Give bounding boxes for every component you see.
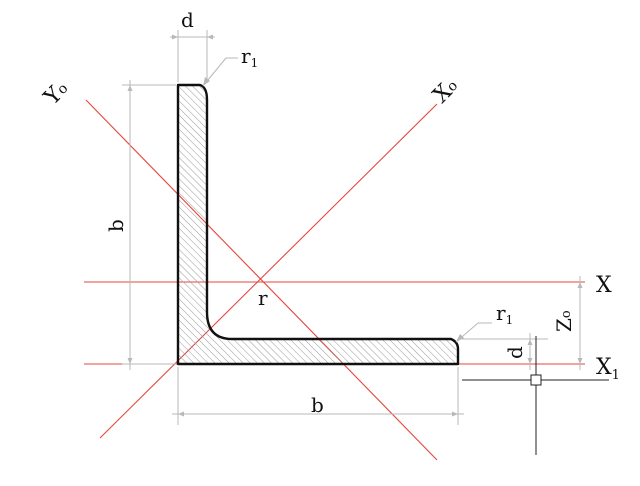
dimension-d-top: [170, 30, 215, 82]
label-x0: Xo: [429, 74, 464, 109]
label-z0: Zo: [552, 310, 576, 332]
x0-axis-line: [99, 103, 438, 439]
angle-profile: [176, 83, 460, 366]
dimension-b-left: [122, 80, 176, 370]
label-b-bottom: b: [311, 393, 324, 417]
dimension-b-bottom: [172, 367, 464, 425]
label-x1: X1: [596, 355, 620, 383]
label-x-axis: X: [596, 273, 612, 298]
label-b-left: b: [104, 219, 128, 232]
label-r1-top: r1: [241, 44, 258, 70]
label-y0: Yo: [39, 76, 74, 111]
y0-axis-line: [85, 99, 438, 461]
label-d-right: d: [503, 346, 527, 359]
label-r-center: r: [258, 286, 268, 310]
leader-r1-top: [202, 57, 238, 87]
dimension-d-right: [462, 333, 548, 370]
origin-crosshair: [462, 336, 609, 455]
leader-r1-right: [455, 322, 492, 343]
label-r1-right: r1: [496, 301, 513, 327]
label-d-top: d: [181, 8, 194, 32]
dimension-z0: [577, 276, 583, 370]
